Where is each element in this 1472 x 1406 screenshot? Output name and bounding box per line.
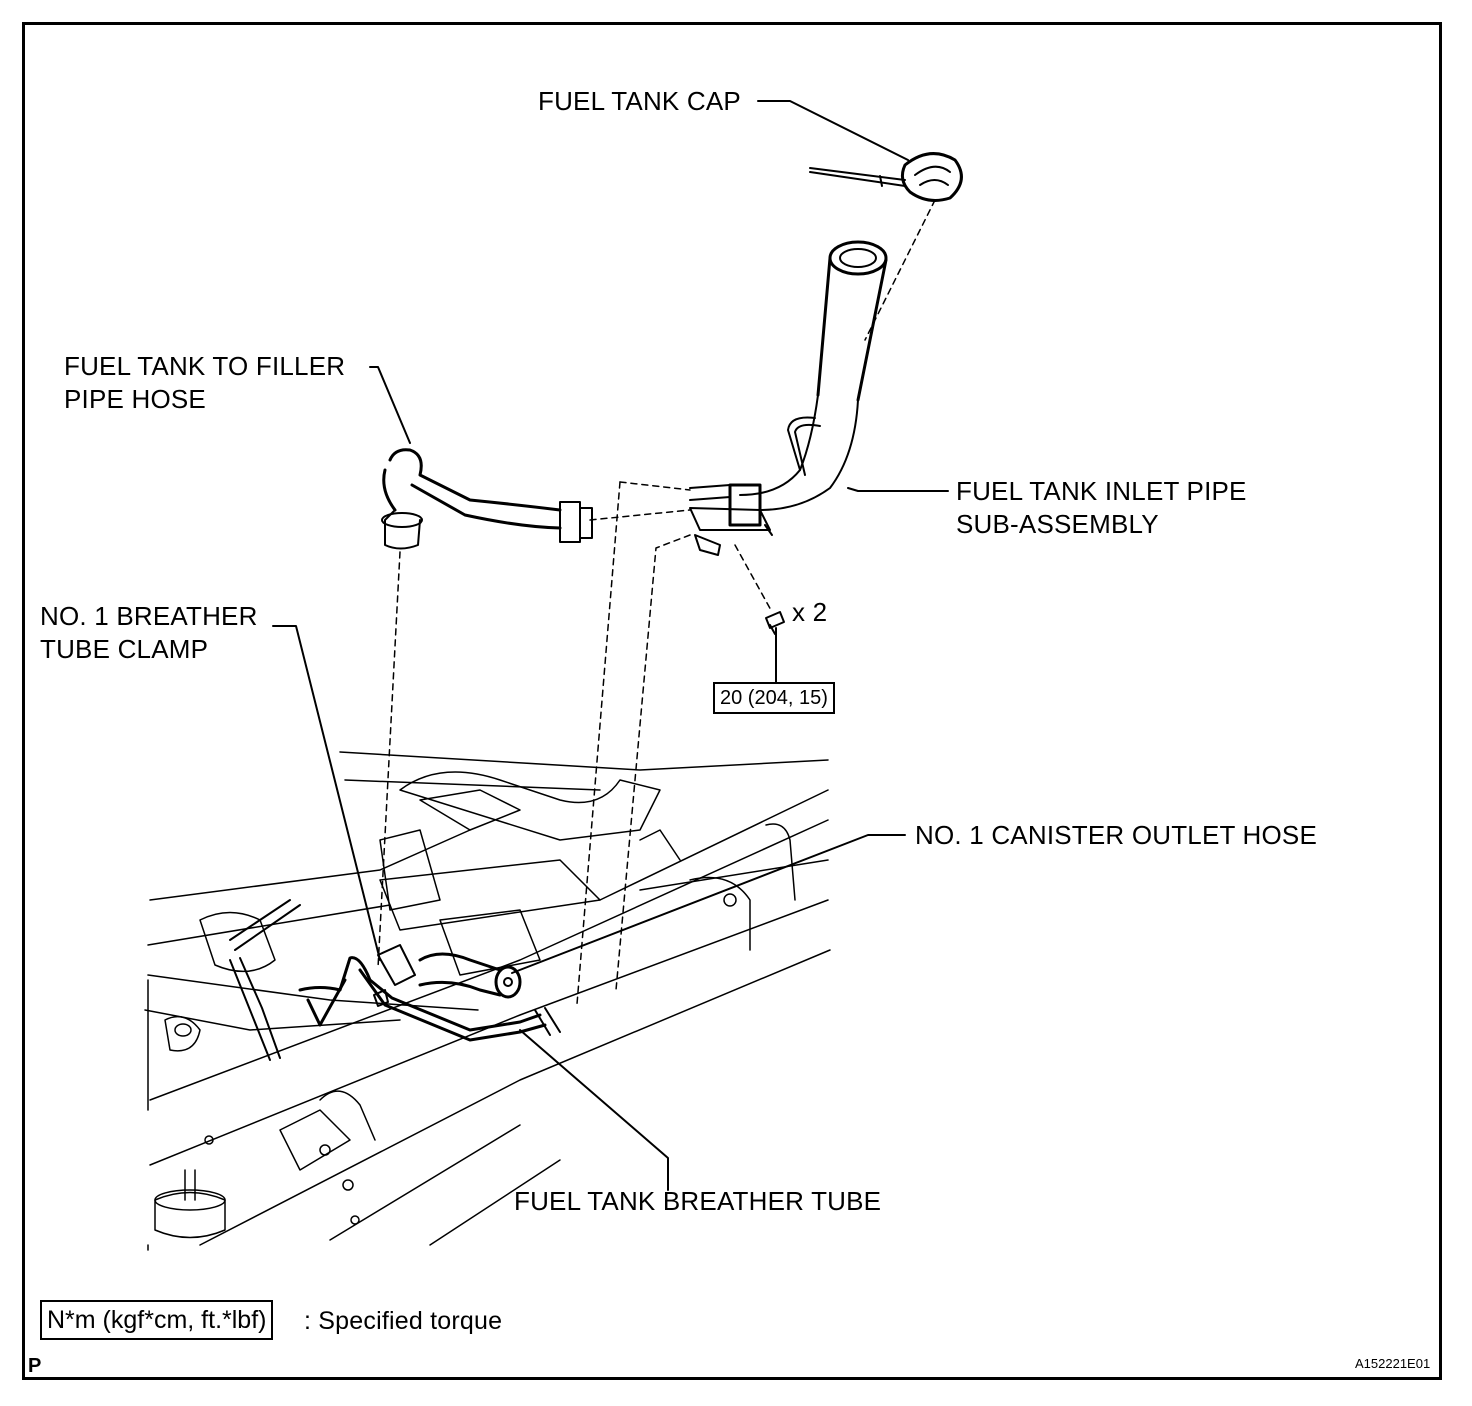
- alignment-guides: [377, 199, 936, 1005]
- label-fuel-tank-cap: FUEL TANK CAP: [538, 86, 741, 116]
- view-mark: P: [28, 1355, 42, 1377]
- label-inlet-pipe-line1: FUEL TANK INLET PIPE: [956, 476, 1247, 506]
- label-inlet-pipe-line2: SUB-ASSEMBLY: [956, 509, 1159, 539]
- breather-tube-part: [229, 899, 561, 1061]
- bolt-part: [765, 611, 785, 635]
- label-bolt-quantity: x 2: [792, 597, 828, 627]
- leader-lines: [272, 100, 949, 1191]
- label-canister-outlet-hose: NO. 1 CANISTER OUTLET HOSE: [915, 820, 1318, 850]
- filler-pipe-hose-part: [381, 448, 593, 550]
- label-breather-tube: FUEL TANK BREATHER TUBE: [514, 1186, 882, 1216]
- diagram-frame: [22, 22, 1442, 1380]
- fuel-tank-cap-part: [809, 152, 963, 202]
- label-filler-pipe-hose-line2: PIPE HOSE: [64, 384, 206, 414]
- legend-unit-box: N*m (kgf*cm, ft.*lbf): [40, 1300, 274, 1340]
- fuel-tank-inlet-pipe-part: [689, 240, 888, 556]
- label-breather-clamp-line1: NO. 1 BREATHER: [40, 601, 258, 631]
- legend-description: : Specified torque: [304, 1307, 503, 1335]
- torque-spec-box: 20 (204, 15): [713, 682, 835, 714]
- label-filler-pipe-hose-line1: FUEL TANK TO FILLER: [64, 351, 346, 381]
- figure-code: A152221E01: [1355, 1356, 1431, 1371]
- breather-clamp-part: [373, 944, 416, 1007]
- canister-outlet-hose-part: [418, 952, 522, 999]
- label-breather-clamp-line2: TUBE CLAMP: [40, 634, 209, 664]
- vehicle-frame-background: [144, 751, 831, 1251]
